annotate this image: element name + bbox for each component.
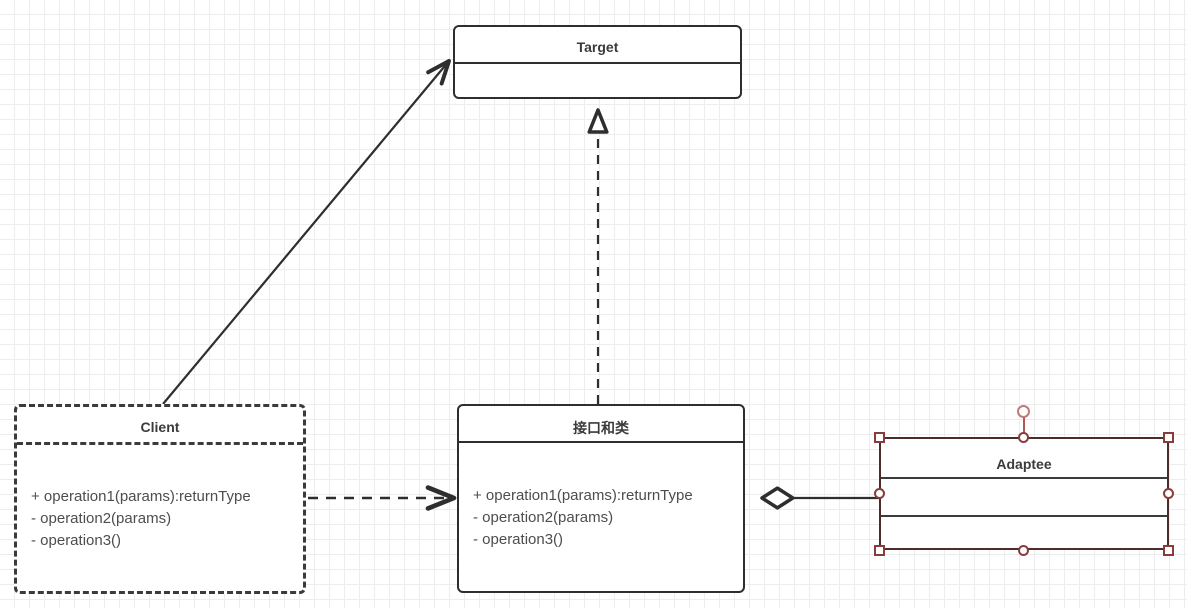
uml-members-list: + operation1(params):returnType - operat… [31, 486, 251, 552]
resize-handle-top-right[interactable] [1163, 432, 1174, 443]
resize-handle-bottom-right[interactable] [1163, 545, 1174, 556]
uml-class-title: 接口和类 [573, 420, 629, 436]
resize-handle-bottom-center[interactable] [1018, 545, 1029, 556]
uml-members-list: + operation1(params):returnType - operat… [473, 485, 693, 551]
resize-handle-middle-left[interactable] [874, 488, 885, 499]
uml-class-client[interactable]: Client + operation1(params):returnType -… [14, 404, 306, 594]
uml-compartment-divider [881, 515, 1167, 517]
uml-compartment-divider [455, 62, 740, 64]
uml-class-title: Client [140, 419, 180, 435]
resize-handle-middle-right[interactable] [1163, 488, 1174, 499]
uml-member: - operation2(params) [473, 509, 614, 526]
uml-class-target[interactable]: Target [453, 25, 742, 99]
uml-class-title: Adaptee [996, 456, 1052, 472]
uml-member: - operation3() [473, 531, 564, 548]
resize-handle-bottom-left[interactable] [874, 545, 885, 556]
uml-compartment-divider [17, 442, 303, 445]
uml-compartment-divider [459, 441, 743, 443]
uml-member: - operation3() [31, 532, 122, 549]
uml-compartment-divider [881, 477, 1167, 479]
rotate-handle-stem [1023, 417, 1025, 437]
uml-member: + operation1(params):returnType [473, 487, 693, 504]
uml-class-interface-and-class[interactable]: 接口和类 + operation1(params):returnType - o… [457, 404, 745, 593]
uml-class-adaptee[interactable]: Adaptee [879, 437, 1169, 550]
uml-member: - operation2(params) [31, 510, 172, 527]
resize-handle-top-center[interactable] [1018, 432, 1029, 443]
rotate-handle[interactable] [1017, 405, 1030, 418]
uml-class-title: Target [576, 39, 619, 55]
edge-client-to-target[interactable] [162, 59, 451, 405]
resize-handle-top-left[interactable] [874, 432, 885, 443]
uml-member: + operation1(params):returnType [31, 488, 251, 505]
